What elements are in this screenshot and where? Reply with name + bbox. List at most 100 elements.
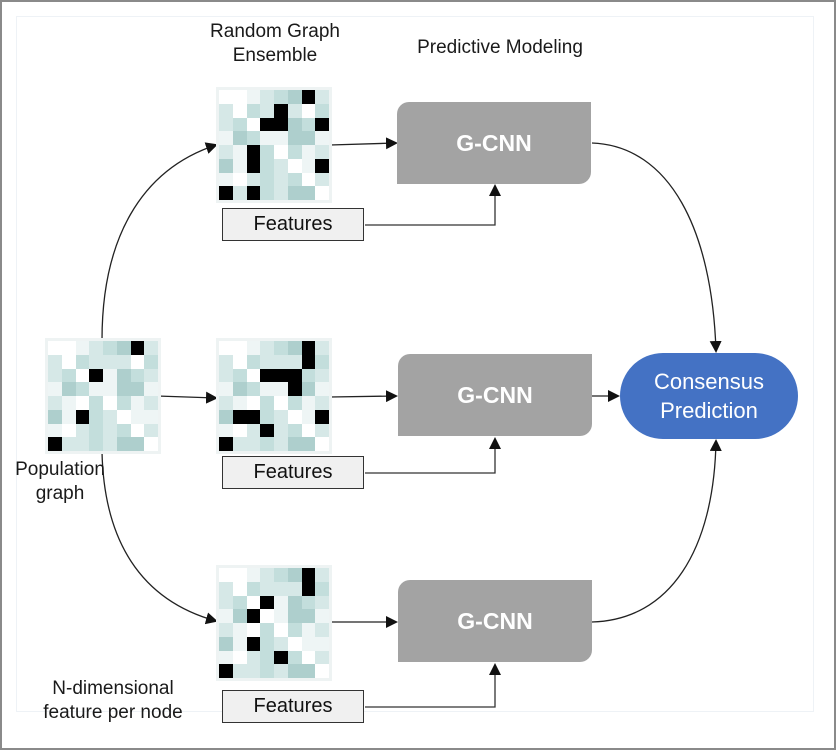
features-box-1: Features [222,208,364,241]
matrix-cell [232,145,247,159]
matrix-cell [274,581,288,596]
matrix-cell [232,186,247,200]
matrix-cell [219,650,233,665]
matrix-cell [116,409,131,424]
matrix-cell [287,186,302,200]
matrix-cell [274,623,288,637]
matrix-cell [232,437,247,451]
matrix-cell [75,368,90,383]
matrix-cell [103,437,117,451]
feature-per-node-label: N-dimensional feature per node [18,677,208,725]
matrix-cell [287,131,302,145]
matrix-cell [315,90,329,104]
matrix-cell [61,382,76,396]
matrix-cell [315,664,329,678]
matrix-cell [219,396,233,410]
matrix-cell [301,437,316,451]
matrix-cell [274,90,288,104]
matrix-cell [232,650,247,665]
matrix-cell [116,354,131,369]
matrix-cell [48,396,62,410]
matrix-cell [232,568,247,582]
matrix-cell [246,568,261,582]
matrix-cell [89,354,103,369]
matrix-cell [246,117,261,132]
matrix-cell [144,396,158,410]
matrix-cell [75,423,90,438]
matrix-cell [274,437,288,451]
matrix-cell [103,396,117,410]
matrix-cell [219,664,233,678]
matrix-cell [246,636,261,651]
matrix-cell [287,103,302,118]
matrix-cell [116,437,131,451]
matrix-cell [315,581,329,596]
matrix-cell [260,354,274,369]
matrix-cell [232,595,247,610]
matrix-cell [260,145,274,159]
population-graph-matrix [45,338,161,454]
matrix-cell [260,595,274,610]
matrix-cell [301,145,316,159]
matrix-cell [75,341,90,355]
matrix-cell [274,636,288,651]
matrix-cell [301,186,316,200]
matrix-cell [246,650,261,665]
edge-features-3-to-gcnn-3 [365,663,501,708]
matrix-cell [61,341,76,355]
matrix-cell [274,568,288,582]
matrix-cell [61,409,76,424]
matrix-cell [315,609,329,623]
ensemble-graph-2-matrix [216,338,332,454]
ensemble-graph-1-matrix [216,87,332,203]
matrix-cell [232,131,247,145]
matrix-cell [274,368,288,383]
matrix-cell [219,368,233,383]
matrix-cell [144,341,158,355]
matrix-cell [61,368,76,383]
matrix-cell [301,623,316,637]
matrix-cell [301,409,316,424]
matrix-cell [246,664,261,678]
matrix-cell [301,368,316,383]
matrix-cell [219,409,233,424]
matrix-cell [301,581,316,596]
matrix-cell [260,423,274,438]
matrix-cell [103,382,117,396]
matrix-cell [287,609,302,623]
matrix-cell [260,650,274,665]
matrix-cell [287,595,302,610]
matrix-cell [287,117,302,132]
matrix-cell [89,341,103,355]
matrix-cell [232,158,247,173]
matrix-cell [232,636,247,651]
matrix-cell [260,409,274,424]
matrix-cell [246,623,261,637]
matrix-cell [274,172,288,187]
matrix-cell [232,609,247,623]
matrix-cell [301,131,316,145]
matrix-cell [116,396,131,410]
edge-ensemble-1-to-gcnn-1 [329,137,398,150]
matrix-cell [246,368,261,383]
matrix-cell [246,609,261,623]
matrix-cell [232,103,247,118]
matrix-cell [315,650,329,665]
matrix-cell [274,341,288,355]
matrix-cell [89,396,103,410]
matrix-cell [61,354,76,369]
matrix-cell [315,354,329,369]
matrix-cell [75,396,90,410]
edge-ensemble-2-to-gcnn-2 [329,390,398,403]
matrix-cell [103,423,117,438]
consensus-line-2: Prediction [660,398,758,423]
matrix-cell [61,396,76,410]
figure-inner-border [16,16,814,712]
matrix-cell [219,117,233,132]
matrix-cell [301,103,316,118]
edge-population-to-ensemble-3 [101,451,218,625]
matrix-cell [301,664,316,678]
matrix-cell [274,117,288,132]
matrix-cell [48,354,62,369]
matrix-cell [315,595,329,610]
